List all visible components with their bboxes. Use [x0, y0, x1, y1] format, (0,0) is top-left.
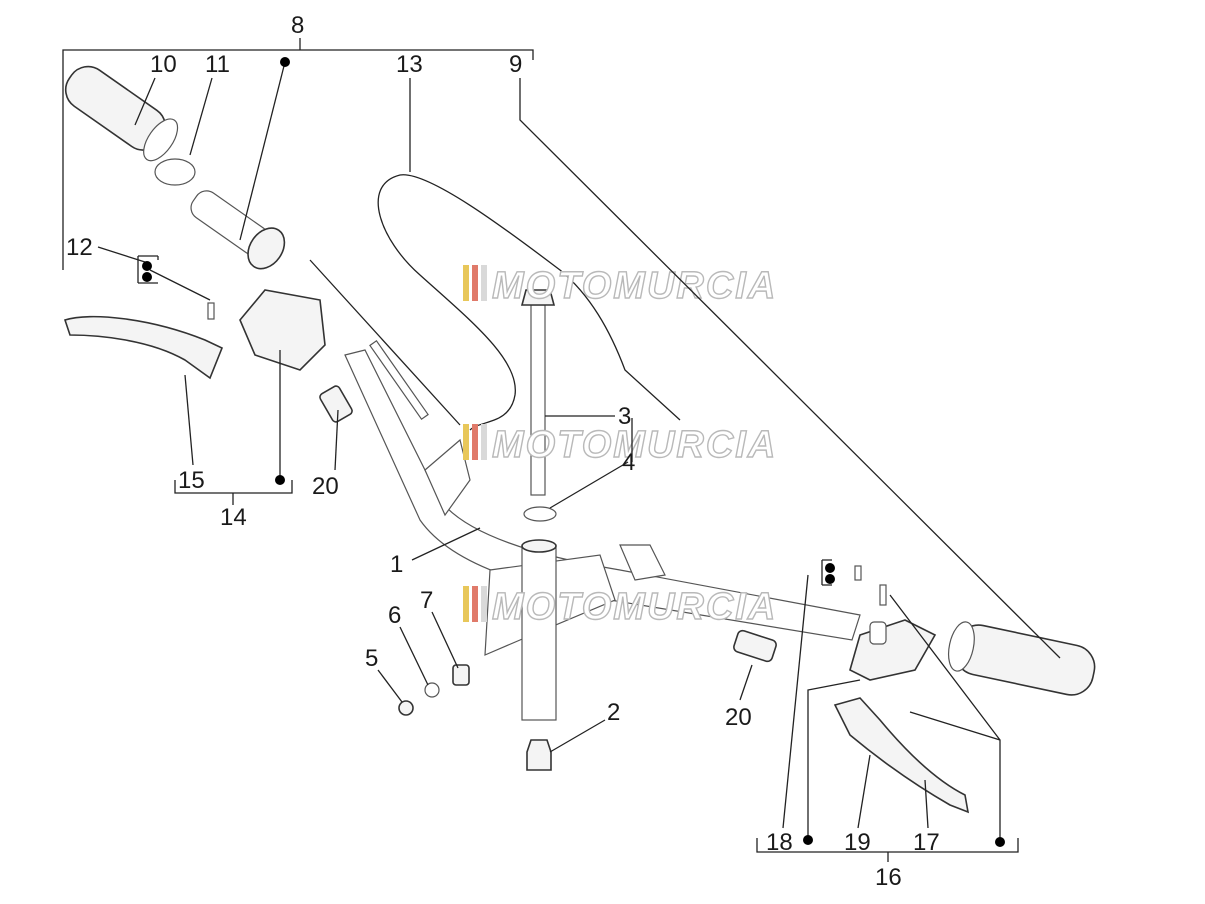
bottom-plug	[526, 739, 552, 771]
callout-6: 6	[388, 602, 401, 629]
callout-17: 17	[913, 829, 940, 856]
bracket-group-16	[756, 838, 1019, 853]
watermark-3: MOTOMURCIA	[463, 585, 777, 629]
screw-right	[854, 565, 862, 581]
right-pivot	[869, 621, 887, 645]
callout-10: 10	[150, 51, 177, 78]
leader-bullet-8	[239, 61, 286, 241]
right-grip	[947, 621, 1096, 696]
bracket-18	[821, 559, 832, 586]
bullet-18b	[825, 574, 835, 584]
brake-bracket-right	[849, 619, 937, 681]
callout-8: 8	[291, 12, 304, 39]
bullet-14	[275, 475, 285, 485]
callout-20-right: 20	[725, 704, 752, 731]
leader-10	[134, 77, 156, 126]
throttle-tube	[190, 190, 286, 270]
callout-12: 12	[66, 234, 93, 261]
switch-left	[319, 385, 353, 423]
bolt-head	[520, 289, 556, 306]
brake-lever-right	[833, 697, 970, 814]
bullet-18	[803, 835, 813, 845]
callout-3: 3	[618, 403, 631, 430]
bullet-8	[280, 57, 290, 67]
leader-20-right	[739, 664, 753, 701]
leader-9	[519, 78, 1061, 659]
screw-12	[207, 302, 215, 320]
stem-top	[521, 539, 557, 553]
leader-bullet-16	[889, 594, 1001, 838]
leader-17	[924, 779, 929, 829]
leader-2	[549, 719, 606, 753]
handlebar-bracket-right	[619, 544, 666, 581]
cable-inner	[309, 259, 461, 426]
brake-master-left	[239, 289, 326, 371]
screw-right-2	[879, 584, 887, 606]
switch-right	[733, 629, 777, 663]
watermark-2: MOTOMURCIA	[463, 423, 777, 467]
brake-lever-left	[63, 315, 224, 380]
callout-15: 15	[178, 467, 205, 494]
grip-ring	[154, 158, 196, 186]
leader-5	[377, 669, 403, 703]
leader-7	[431, 611, 459, 669]
stem-tube	[521, 544, 557, 721]
leader-1	[411, 527, 481, 561]
callout-16: 16	[875, 864, 902, 891]
washer-6	[424, 682, 440, 698]
callout-2: 2	[607, 699, 620, 726]
bullet-16	[995, 837, 1005, 847]
callout-4: 4	[622, 449, 635, 476]
callout-9: 9	[509, 51, 522, 78]
callout-5: 5	[365, 645, 378, 672]
svg-text:MOTOMURCIA: MOTOMURCIA	[492, 424, 777, 466]
bracket-12	[137, 255, 159, 284]
washer	[523, 506, 557, 522]
leader-18	[782, 574, 809, 829]
cable-sleeve	[369, 340, 429, 420]
callout-18: 18	[766, 829, 793, 856]
callout-11: 11	[205, 51, 230, 78]
watermark-1: MOTOMURCIA	[463, 264, 777, 308]
leader-4	[549, 461, 629, 509]
screw-5	[398, 700, 414, 716]
leader-6	[399, 626, 429, 686]
left-grip	[64, 65, 179, 162]
throttle-cable	[377, 174, 681, 431]
bullet-12a	[142, 261, 152, 271]
callout-7: 7	[420, 587, 433, 614]
leader-20-left	[334, 409, 339, 471]
leader-bullet-18	[807, 679, 861, 838]
bolt-shaft	[530, 304, 546, 496]
callout-19: 19	[844, 829, 871, 856]
svg-text:MOTOMURCIA: MOTOMURCIA	[492, 586, 777, 628]
callout-1: 1	[390, 551, 403, 578]
bracket-group-8	[62, 49, 534, 270]
leader-12	[97, 246, 211, 301]
leader-19	[857, 754, 871, 829]
bullet-12b	[142, 272, 152, 282]
clip-7	[452, 664, 470, 686]
leader-15	[184, 374, 194, 466]
svg-text:MOTOMURCIA: MOTOMURCIA	[492, 265, 777, 307]
bullet-18a	[825, 563, 835, 573]
leader-11	[189, 77, 213, 156]
handlebar-bracket	[424, 438, 471, 517]
callout-13: 13	[396, 51, 423, 78]
callout-14: 14	[220, 504, 247, 531]
callout-20-left: 20	[312, 473, 339, 500]
